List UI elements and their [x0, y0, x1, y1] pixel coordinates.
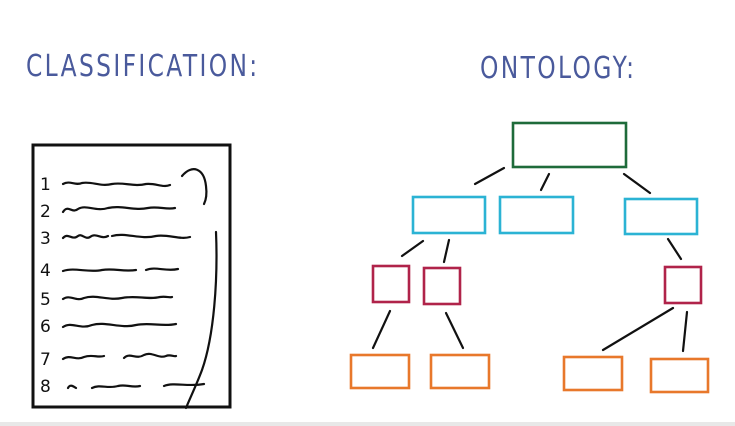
list-item-scribble [61, 352, 178, 361]
list-item-scribble [61, 181, 172, 188]
tree-edge [473, 166, 506, 186]
subcategory-node [663, 265, 703, 305]
list-number: 2 [40, 202, 51, 222]
tree-edge [666, 237, 683, 261]
tree-edge [371, 309, 392, 350]
list-number: 8 [40, 377, 51, 397]
list-item-scribble [61, 233, 192, 240]
leaf-node [349, 353, 411, 390]
list-number: 7 [40, 350, 51, 370]
list-item-scribble [61, 206, 177, 214]
subcategory-node [422, 266, 462, 306]
list-item-scribble [66, 382, 206, 390]
tree-edge [400, 239, 425, 258]
leaf-node [429, 353, 491, 390]
subcategory-node [371, 264, 411, 304]
list-number: 3 [40, 229, 51, 249]
leaf-node [649, 357, 710, 394]
bracket-mark [180, 168, 208, 206]
bracket-mark [184, 230, 218, 410]
list-item-scribble [61, 322, 178, 329]
category-node [498, 195, 575, 235]
list-item-scribble [61, 267, 180, 273]
tree-edge [442, 238, 451, 264]
classification-list: 1 2 3 4 5 6 7 8 [31, 143, 232, 410]
list-number: 6 [40, 317, 51, 337]
tree-edge [539, 172, 551, 192]
tree-edge [622, 172, 652, 195]
list-number: 5 [40, 290, 51, 310]
list-item-scribble [61, 295, 174, 301]
list-sheet [31, 143, 232, 409]
category-node [411, 195, 487, 235]
leaf-node [562, 355, 624, 392]
classification-heading: CLASSIFICATION: [26, 49, 260, 84]
bottom-edge [0, 422, 735, 426]
tree-edge [601, 306, 675, 352]
tree-edge [444, 311, 465, 350]
root-node [511, 121, 628, 169]
ontology-heading: ONTOLOGY: [480, 51, 637, 86]
list-number: 4 [40, 261, 51, 281]
category-node [623, 197, 699, 236]
list-number: 1 [40, 175, 51, 195]
tree-edge [681, 310, 689, 353]
ontology-tree [349, 121, 710, 394]
